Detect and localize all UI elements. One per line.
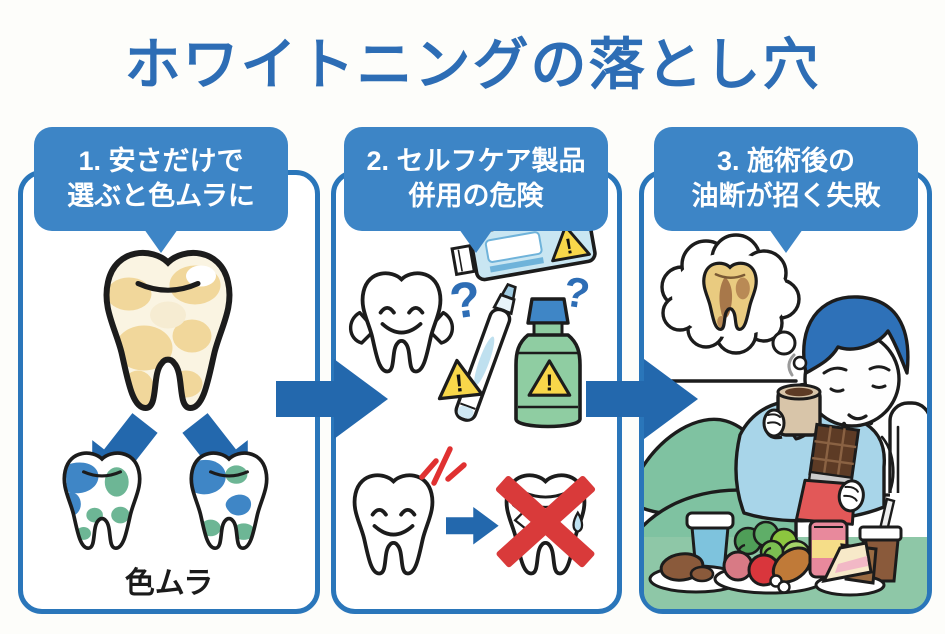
- warning-triangle-icon: !: [527, 359, 572, 397]
- red-cross-icon: [495, 475, 596, 568]
- happy-tooth-character-icon: [348, 271, 455, 374]
- page-title: ホワイトニングの落とし穴: [124, 33, 821, 96]
- mottled-tooth-right-icon: [189, 451, 269, 551]
- mouthwash-bottle-icon: !: [514, 297, 582, 429]
- drumstick-icon: [769, 546, 813, 594]
- panel-3-illustration: [644, 233, 927, 609]
- man-head: [802, 295, 910, 428]
- warning-exclamation: !: [563, 233, 574, 259]
- food-spread: [648, 497, 903, 597]
- panel-3-header-bubble: 3. 施術後の 油断が招く失敗: [654, 127, 918, 253]
- happy-tooth-icon: [352, 473, 435, 576]
- tear-drop-icon: [572, 510, 584, 533]
- chocolate-bar-icon: [794, 422, 865, 526]
- flow-arrow-1-icon: [276, 359, 388, 439]
- panel-1-header-bubble: 1. 安さだけで 選ぶと色ムラに: [34, 127, 288, 253]
- warning-triangle-icon: !: [437, 358, 484, 401]
- panel-1-body: 色ムラ: [23, 175, 315, 609]
- bubble-2-line-1: 2. セルフケア製品: [366, 145, 586, 176]
- bubble-3-line-2: 油断が招く失敗: [691, 181, 881, 211]
- flow-arrow-2-icon: [586, 359, 698, 439]
- meat-icon: [659, 552, 715, 583]
- thought-trail-bubble: [792, 355, 808, 371]
- shock-mark-icon: [419, 446, 467, 486]
- coffee-mug-icon: [762, 353, 822, 440]
- panel-after-treatment: [639, 170, 932, 614]
- warning-exclamation: !: [546, 370, 554, 396]
- decayed-tooth-icon: [702, 261, 758, 332]
- cake-slice-icon: [821, 541, 878, 585]
- mottled-tooth-left-icon: [62, 451, 142, 551]
- bubble-1-line-2: 選ぶと色ムラに: [67, 181, 255, 211]
- bubble-2-line-2: 併用の危険: [408, 181, 544, 211]
- panel-3-body: [644, 175, 927, 609]
- damaged-tooth-icon: [495, 473, 596, 576]
- uneven-color-caption: 色ムラ: [124, 567, 214, 600]
- man-hair: [802, 295, 910, 375]
- panel-1-illustration: [62, 249, 269, 551]
- bubble-1-line-1: 1. 安さだけで: [78, 145, 244, 176]
- warning-triangle-icon: !: [551, 224, 591, 263]
- warning-exclamation: !: [454, 370, 465, 398]
- thought-trail-bubble: [771, 330, 797, 356]
- panel-2-header-bubble: 2. セルフケア製品 併用の危険: [344, 127, 608, 253]
- stained-tooth-icon: [103, 249, 233, 412]
- thought-bubble-icon: [660, 233, 808, 371]
- bubble-3-line-1: 3. 施術後の: [716, 145, 856, 176]
- result-arrow-icon: [446, 506, 499, 545]
